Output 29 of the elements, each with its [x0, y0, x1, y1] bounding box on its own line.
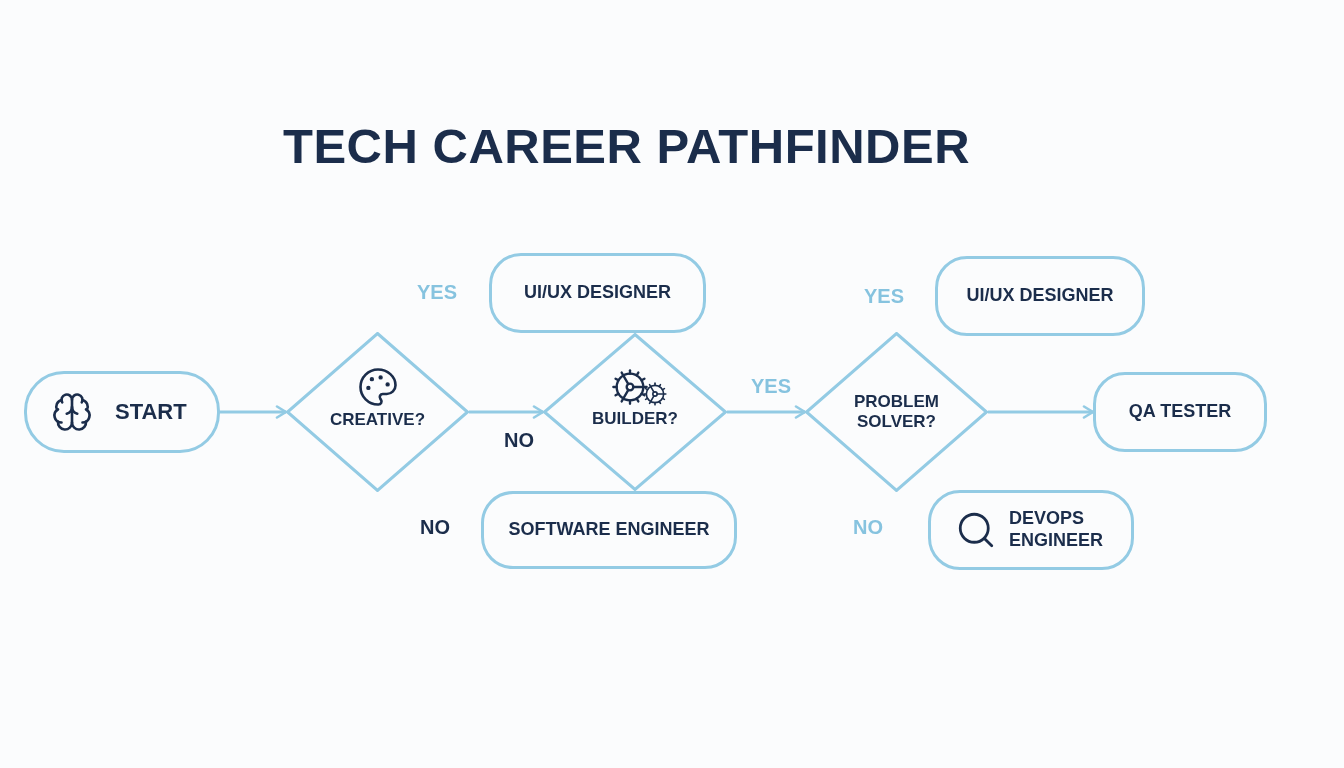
- branch-label: NO: [420, 517, 450, 537]
- edge-label: YES: [751, 376, 792, 396]
- decision-label: PROBLEM SOLVER?: [853, 391, 940, 433]
- start-label: START: [115, 398, 187, 426]
- edge-label: NO: [504, 430, 534, 450]
- branch-label: YES: [417, 282, 458, 302]
- arrow: [469, 405, 545, 419]
- arrow: [220, 405, 288, 419]
- career-box: [935, 256, 1145, 336]
- start-terminal: [24, 371, 220, 453]
- career-label: UI/UX DESIGNER: [524, 282, 671, 304]
- decision-diamond: [286, 332, 469, 492]
- career-label: DEVOPS ENGINEER: [1009, 508, 1105, 552]
- decision-diamond: [805, 332, 988, 492]
- career-box: [928, 490, 1134, 570]
- diagram-title: TECH CAREER PATHFINDER: [283, 118, 971, 175]
- arrow: [727, 405, 807, 419]
- branch-label: NO: [853, 517, 883, 537]
- arrow: [988, 405, 1095, 419]
- career-label: SOFTWARE ENGINEER: [508, 519, 710, 541]
- career-label: UI/UX DESIGNER: [966, 285, 1114, 307]
- career-label: QA TESTER: [1128, 401, 1232, 423]
- career-box: [481, 491, 737, 569]
- decision-label: BUILDER?: [592, 408, 678, 430]
- career-box: [1093, 372, 1267, 452]
- career-box: [489, 253, 706, 333]
- decision-diamond: [543, 333, 727, 491]
- decision-label: CREATIVE?: [329, 409, 426, 431]
- branch-label: YES: [864, 286, 905, 306]
